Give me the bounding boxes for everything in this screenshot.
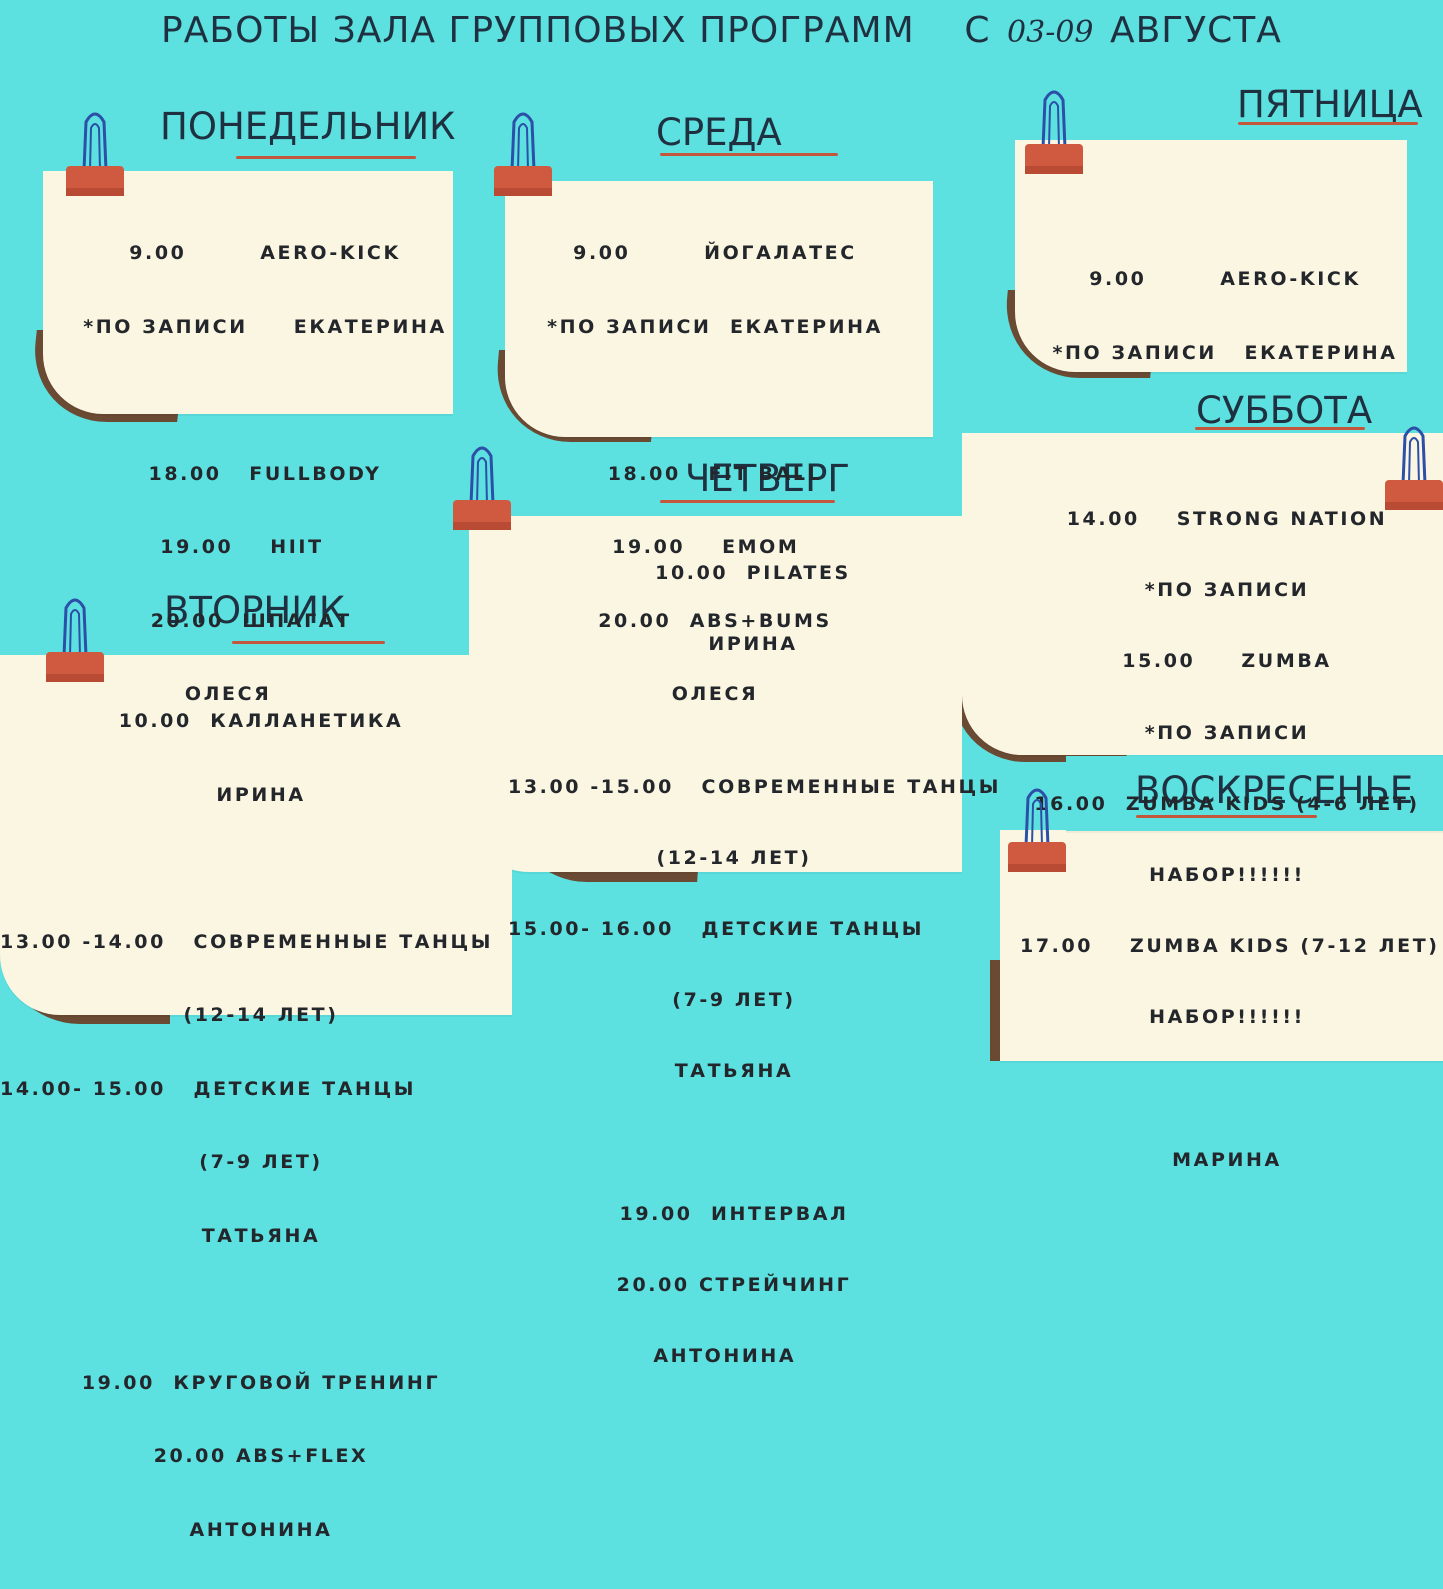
- schedule-line: 18.00 FIT BALL: [607, 462, 823, 485]
- schedule-line: 20.00 ШПАГАТ: [150, 609, 380, 632]
- schedule-line: ИРИНА: [216, 783, 306, 806]
- binder-clip-icon: [1008, 788, 1066, 872]
- day-title-sunday: ВОСКРЕСЕНЬЕ: [1135, 769, 1414, 812]
- day-title-wednesday: СРЕДА: [656, 111, 782, 154]
- schedule-tuesday: 10.00 КАЛЛАНЕТИКА ИРИНА 13.00 -14.00 СОВ…: [0, 663, 522, 1589]
- schedule-friday: 9.00 AERO-KICK *ПО ЗАПИСИ ЕКАТЕРИНА: [1040, 221, 1410, 412]
- schedule-line: [520, 386, 910, 416]
- schedule-line: 15.00- 16.00 ДЕТСКИЕ ТАНЦЫ: [508, 917, 925, 940]
- schedule-line: (7-9 ЛЕТ): [199, 1151, 323, 1173]
- binder-clip-icon: [1385, 426, 1443, 510]
- note-wednesday: [505, 181, 933, 437]
- day-title-friday: ПЯТНИЦА: [1237, 83, 1423, 126]
- schedule-line: (12-14 ЛЕТ): [183, 1004, 339, 1026]
- day-underline: [660, 153, 838, 156]
- binder-clip-icon: [453, 446, 511, 530]
- schedule-line: *ПО ЗАПИСИ ЕКАТЕРИНА: [547, 315, 883, 338]
- schedule-line: 9.00 ЙОГАЛАТЕС: [573, 242, 857, 264]
- binder-clip-icon: [1025, 90, 1083, 174]
- note-thursday: [469, 516, 962, 872]
- title-from: С: [964, 10, 991, 51]
- day-title-tuesday: ВТОРНИК: [164, 589, 346, 632]
- schedule-line: НАБОР!!!!!!: [1149, 863, 1305, 886]
- schedule-line: (7-9 ЛЕТ): [672, 989, 796, 1012]
- day-title-monday: ПОНЕДЕЛЬНИК: [160, 105, 456, 148]
- day-underline: [232, 641, 385, 644]
- note-tuesday: [0, 655, 512, 1015]
- title-prefix: РАБОТЫ ЗАЛА ГРУППОВЫХ ПРОГРАММ: [161, 10, 915, 51]
- schedule-line: [508, 1130, 960, 1157]
- page-title: РАБОТЫ ЗАЛА ГРУППОВЫХ ПРОГРАММ С 03-09 А…: [0, 10, 1443, 51]
- title-dates: 03-09: [1007, 15, 1094, 50]
- schedule-line: ИРИНА: [708, 633, 798, 656]
- schedule-line: МАРИНА: [1172, 1148, 1282, 1171]
- schedule-line: ОЛЕСЯ: [671, 683, 759, 705]
- day-underline: [1238, 122, 1418, 125]
- schedule-line: 13.00 -15.00 СОВРЕМЕННЫЕ ТАНЦЫ: [508, 775, 1002, 798]
- schedule-line: *ПО ЗАПИСИ: [1144, 579, 1310, 602]
- day-title-thursday: ЧЕТВЕРГ: [685, 457, 850, 500]
- schedule-line: 10.00 PILATES: [655, 562, 851, 584]
- schedule-line: [0, 1295, 522, 1325]
- note-sunday: [1000, 830, 1443, 1061]
- note-monday: [43, 171, 453, 414]
- schedule-line: 19.00 ИНТЕРВАЛ: [619, 1202, 849, 1225]
- schedule-line: [1020, 1076, 1434, 1103]
- binder-clip-icon: [46, 598, 104, 682]
- schedule-line: 9.00 AERO-KICK: [129, 242, 401, 264]
- schedule-line: [70, 386, 460, 416]
- schedule-line: 19.00 КРУГОВОЙ ТРЕНИНГ: [81, 1371, 441, 1394]
- binder-clip-icon: [66, 112, 124, 196]
- day-underline: [1195, 427, 1365, 430]
- schedule-line: 9.00 AERO-KICK: [1089, 268, 1361, 290]
- schedule-line: 16.00 ZUMBA KIDS (4-6 ЛЕТ): [1034, 792, 1420, 815]
- schedule-line: НАБОР!!!!!!: [1149, 1006, 1305, 1029]
- schedule-line: 14.00 STRONG NATION: [1066, 508, 1388, 530]
- schedule-line: ТАТЬЯНА: [201, 1224, 321, 1247]
- schedule-line: 19.00 EMOM: [612, 536, 818, 558]
- day-underline: [1136, 815, 1317, 818]
- schedule-line: АНТОНИНА: [189, 1518, 333, 1541]
- day-underline: [236, 156, 416, 159]
- schedule-thursday: 10.00 PILATES ИРИНА 13.00 -15.00 СОВРЕМЕ…: [508, 516, 1002, 1414]
- title-strip: [1066, 756, 1443, 831]
- schedule-line: 19.00 HIIT: [160, 536, 370, 558]
- schedule-line: АНТОНИНА: [653, 1345, 815, 1368]
- schedule-line: ОЛЕСЯ: [184, 683, 346, 705]
- day-title-saturday: СУББОТА: [1196, 389, 1373, 432]
- schedule-line: 10.00 КАЛЛАНЕТИКА: [118, 710, 404, 732]
- schedule-line: *ПО ЗАПИСИ: [1144, 721, 1310, 744]
- schedule-saturday: 14.00 STRONG NATION *ПО ЗАПИСИ 15.00 ZUM…: [1020, 462, 1440, 1218]
- schedule-line: ТАТЬЯНА: [674, 1060, 794, 1083]
- schedule-line: 14.00- 15.00 ДЕТСКИЕ ТАНЦЫ: [0, 1077, 417, 1100]
- schedule-line: 15.00 ZUMBA: [1122, 650, 1332, 673]
- schedule-line: (12-14 ЛЕТ): [656, 846, 812, 869]
- title-month: АВГУСТА: [1109, 10, 1282, 51]
- binder-clip-icon: [494, 112, 552, 196]
- schedule-line: 20.00 ABS+BUMS: [598, 609, 832, 632]
- schedule-wednesday: 9.00 ЙОГАЛАТЕС *ПО ЗАПИСИ ЕКАТЕРИНА 18.0…: [520, 195, 910, 754]
- schedule-line: 20.00 ABS+FLEX: [153, 1445, 369, 1467]
- schedule-line: 13.00 -14.00 СОВРЕМЕННЫЕ ТАНЦЫ: [0, 930, 494, 953]
- schedule-line: 20.00 СТРЕЙЧИНГ: [616, 1273, 852, 1296]
- schedule-line: [0, 854, 522, 884]
- note-friday: [1015, 140, 1407, 372]
- schedule-line: 18.00 FULLBODY: [148, 462, 382, 485]
- schedule-line: *ПО ЗАПИСИ ЕКАТЕРИНА: [1052, 341, 1398, 364]
- schedule-monday: 9.00 AERO-KICK *ПО ЗАПИСИ ЕКАТЕРИНА 18.0…: [70, 195, 460, 754]
- note-saturday: [962, 433, 1443, 755]
- schedule-line: [508, 702, 960, 729]
- schedule-line: 17.00 ZUMBA KIDS (7-12 ЛЕТ): [1020, 935, 1440, 958]
- schedule-line: *ПО ЗАПИСИ ЕКАТЕРИНА: [83, 315, 447, 338]
- day-underline: [660, 500, 835, 503]
